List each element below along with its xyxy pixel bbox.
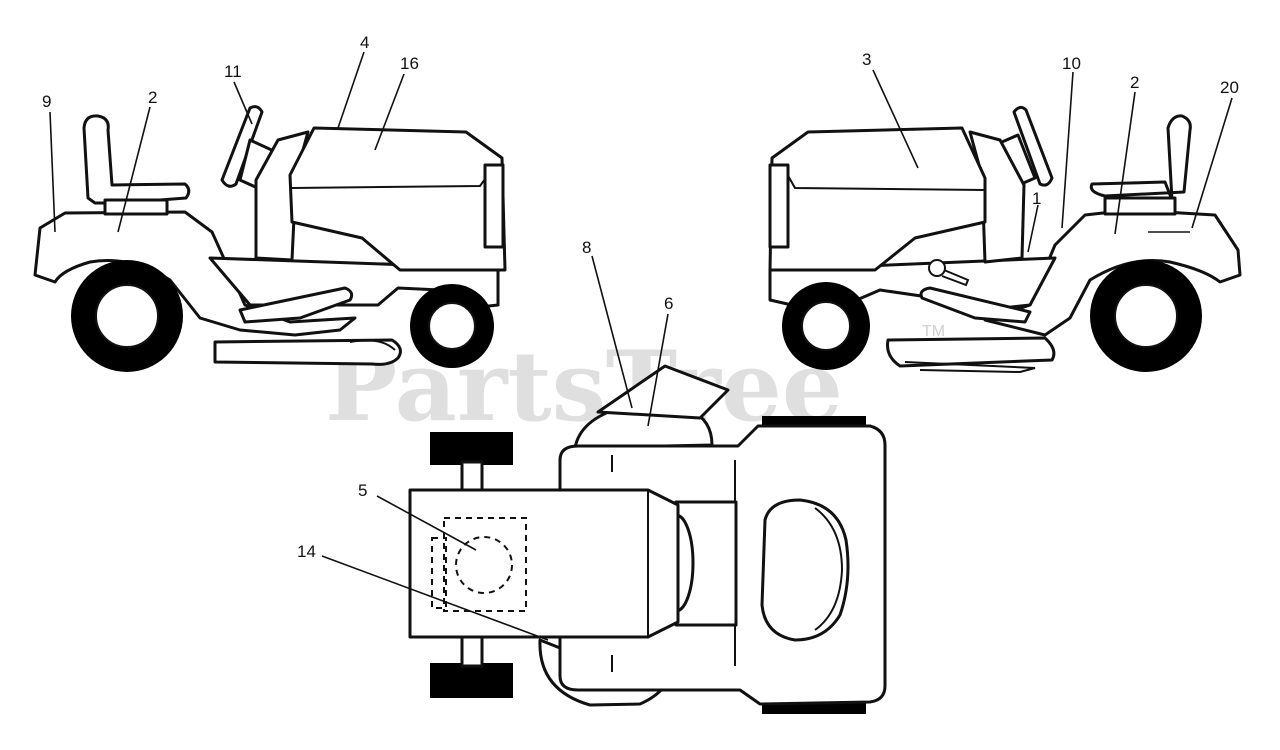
tractor-left-side-view: [33, 105, 507, 372]
mower-deck-right: [886, 336, 1056, 368]
callout-4: 4: [360, 33, 369, 52]
callout-8: 8: [582, 238, 591, 257]
rear-hub-left: [95, 284, 159, 348]
deck-discharge-left: [349, 339, 396, 351]
callout-10: 10: [1062, 54, 1081, 73]
leader-11: [233, 81, 253, 125]
leader-14: [321, 555, 549, 641]
leader-20: [1191, 97, 1233, 229]
hood-left: [288, 126, 507, 272]
callout-9: 9: [42, 92, 51, 111]
callout-14: 14: [297, 542, 316, 561]
tractor-top-view: [408, 364, 887, 714]
hood-top: [408, 488, 680, 639]
leader-5: [376, 495, 477, 551]
steering-wheel-left: [220, 105, 264, 188]
front-hub-right: [801, 301, 851, 351]
callout-2-right: 2: [1130, 73, 1139, 92]
callout-3: 3: [862, 50, 871, 69]
seat-base-right: [1103, 196, 1177, 216]
seat-top: [760, 498, 850, 642]
ignition-key-right: [928, 259, 946, 277]
hood-right: [768, 126, 987, 272]
front-tire-top-lower: [430, 663, 513, 698]
callout-11: 11: [224, 62, 242, 81]
decal-outline-circle: [455, 536, 513, 594]
foot-pedal-left: [238, 286, 354, 324]
watermark: PartsTree TM: [325, 323, 945, 443]
steering-wheel-right: [1012, 105, 1054, 187]
ignition-key-stem: [941, 269, 970, 287]
grille-right: [768, 163, 790, 249]
watermark-trademark: TM: [922, 323, 945, 340]
callout-5: 5: [358, 481, 367, 500]
leader-2-right: [1114, 91, 1136, 235]
callout-16: 16: [400, 54, 419, 73]
deck-discharge-right: [904, 361, 1036, 374]
leader-4: [337, 51, 365, 129]
watermark-text: PartsTree: [325, 330, 843, 443]
leader-lines: [49, 51, 1233, 641]
seat-base-left: [103, 198, 169, 216]
front-hub-left: [428, 302, 476, 350]
decal-outline-strip: [431, 537, 447, 609]
seat-backrest-top: [814, 507, 844, 631]
leader-6: [647, 313, 669, 427]
callout-1: 1: [1032, 189, 1041, 208]
callout-20: 20: [1220, 78, 1239, 97]
front-tire-top-upper: [430, 432, 513, 465]
leader-3: [872, 69, 919, 169]
front-axle-lower: [460, 632, 484, 668]
leader-10: [1061, 71, 1074, 229]
callout-2-left: 2: [148, 88, 157, 107]
leader-8: [591, 255, 633, 409]
tractor-right-side-view: [768, 105, 1242, 374]
leader-16: [374, 73, 405, 151]
seat-right: [1089, 114, 1192, 202]
mower-deck-left: [213, 338, 402, 366]
leader-9: [49, 111, 56, 233]
leader-1: [1027, 204, 1039, 253]
leader-2-left: [117, 106, 151, 233]
callout-6: 6: [664, 294, 673, 313]
callout-labels: 9 2 11 4 16 3 10 2 20 1 8 6 5 14: [42, 33, 1239, 561]
foot-pedal-right: [919, 286, 1032, 324]
grille-left: [483, 163, 505, 249]
dash-tower-right: [968, 130, 1026, 264]
rear-hub-right: [1114, 284, 1178, 348]
seat-left: [82, 114, 191, 205]
